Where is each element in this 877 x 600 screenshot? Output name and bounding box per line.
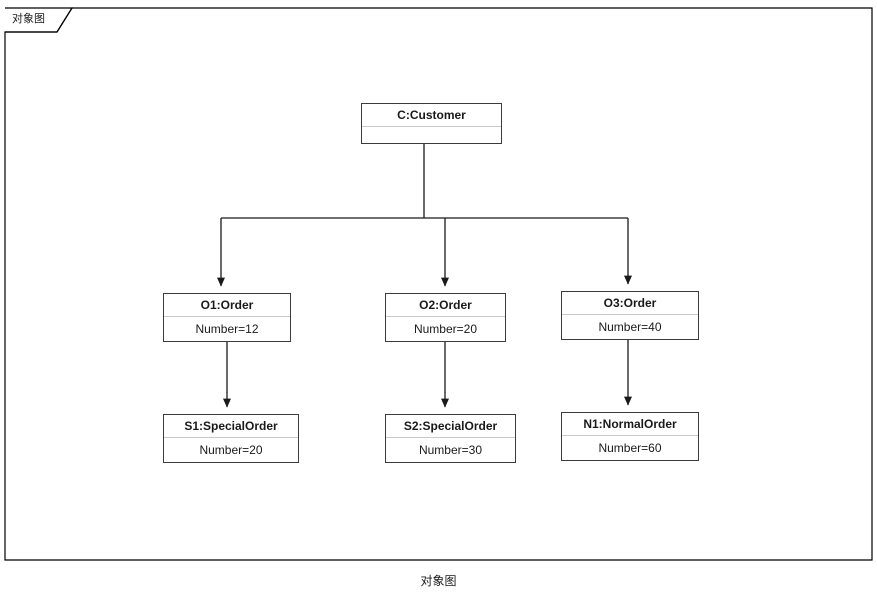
object-node-specialorder1[interactable]: S1:SpecialOrder Number=20	[163, 414, 299, 463]
object-node-attributes	[362, 127, 501, 152]
object-node-title: O1:Order	[164, 294, 290, 317]
frame-label: 对象图	[12, 13, 45, 25]
object-node-title: C:Customer	[362, 104, 501, 127]
object-node-order1[interactable]: O1:Order Number=12	[163, 293, 291, 342]
object-node-title: S2:SpecialOrder	[386, 415, 515, 438]
object-node-attributes: Number=40	[598, 320, 662, 334]
diagram-caption: 对象图	[420, 574, 457, 588]
object-node-attributes: Number=20	[199, 443, 263, 457]
frame-border	[4, 7, 873, 561]
object-node-title: N1:NormalOrder	[562, 413, 698, 436]
object-node-specialorder2[interactable]: S2:SpecialOrder Number=30	[385, 414, 516, 463]
frame-tab	[5, 7, 74, 33]
object-node-title: O2:Order	[386, 294, 505, 317]
object-node-customer[interactable]: C:Customer	[361, 103, 502, 144]
object-node-attributes: Number=20	[413, 322, 478, 336]
object-node-attributes: Number=60	[598, 441, 662, 455]
object-node-attributes: Number=12	[195, 322, 259, 336]
object-node-order2[interactable]: O2:Order Number=20	[385, 293, 506, 342]
object-node-normalorder1[interactable]: N1:NormalOrder Number=60	[561, 412, 699, 461]
object-node-title: S1:SpecialOrder	[164, 415, 298, 438]
object-node-attributes: Number=30	[418, 443, 483, 457]
object-node-order3[interactable]: O3:Order Number=40	[561, 291, 699, 340]
object-node-title: O3:Order	[562, 292, 698, 315]
